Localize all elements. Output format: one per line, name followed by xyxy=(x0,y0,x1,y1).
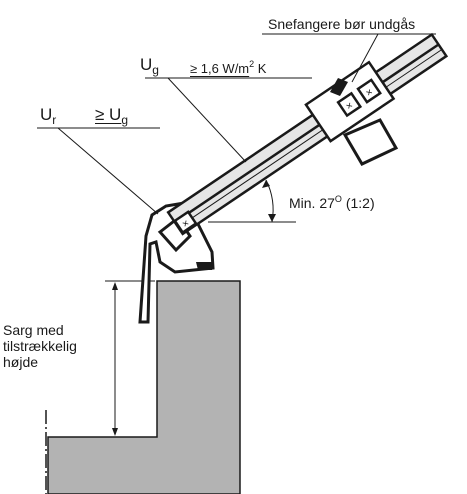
ug-value-label: ≥ 1,6 W/m2 K xyxy=(190,59,267,76)
sarg-label: Sarg med tilstrækkelig højde xyxy=(3,322,113,370)
curb-flashing xyxy=(138,201,215,324)
snefangere-label: Snefangere bør undgås xyxy=(268,17,415,31)
ur-relation-label: ≥ Ug xyxy=(95,106,128,126)
ug-symbol: U xyxy=(140,55,153,74)
ur-subscript: r xyxy=(52,113,57,127)
angle-arrow-bottom xyxy=(268,214,276,222)
ug-symbol-label: Ug xyxy=(140,56,159,76)
sarg-line-3: højde xyxy=(3,354,39,371)
svg-text:✕: ✕ xyxy=(344,100,355,111)
curb-lip xyxy=(196,262,212,270)
ur-symbol-label: Ur xyxy=(40,106,56,126)
sarg-line-1: Sarg med xyxy=(3,322,64,338)
upper-clamp-lip xyxy=(330,78,348,96)
ur-symbol: U xyxy=(40,105,53,124)
snefangere-text: Snefangere bør undgås xyxy=(268,16,416,32)
ug-subscript: g xyxy=(152,63,159,77)
height-arrow-top xyxy=(112,282,118,290)
svg-text:✕: ✕ xyxy=(180,218,191,229)
ur-leader xyxy=(57,127,159,215)
upper-clamp-box xyxy=(342,118,399,166)
svg-text:✕: ✕ xyxy=(364,87,375,98)
sarg-line-2: tilstrækkelig xyxy=(3,338,77,355)
concrete-upstand xyxy=(47,280,241,494)
angle-arrow-top xyxy=(262,180,270,188)
ur-relation-prefix: ≥ U xyxy=(95,105,122,124)
min-angle-suffix: (1:2) xyxy=(341,195,375,211)
min-angle-label: Min. 27O (1:2) xyxy=(289,194,375,211)
ug-value-suffix: K xyxy=(254,61,267,76)
spacer-bottom: ✕ xyxy=(173,210,198,235)
min-angle-superscript: O xyxy=(334,194,342,204)
snefangere-leader xyxy=(351,33,379,83)
ur-relation-subscript: g xyxy=(121,113,129,127)
ug-value-superscript: 2 xyxy=(249,59,255,69)
height-arrow-bottom xyxy=(112,428,118,436)
ug-value-prefix: ≥ 1,6 W/m xyxy=(190,61,250,76)
ug-leader xyxy=(167,77,247,163)
min-angle-prefix: Min. 27 xyxy=(289,195,335,211)
